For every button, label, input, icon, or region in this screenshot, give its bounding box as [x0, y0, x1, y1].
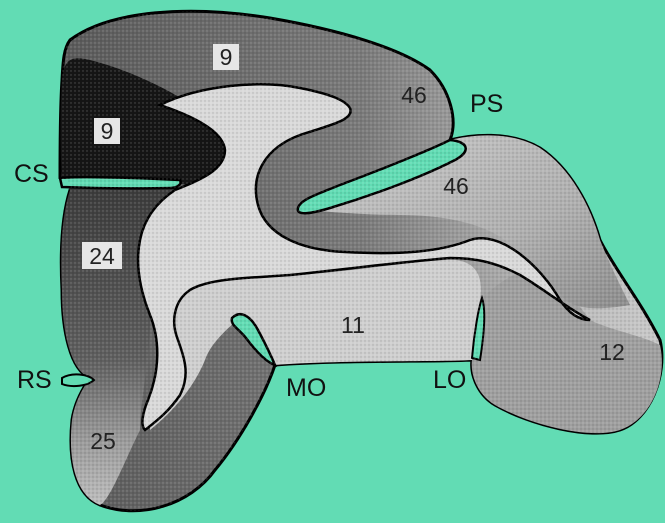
texture-overlay — [60, 11, 662, 511]
rs-label: RS — [17, 366, 52, 394]
area-12-label: 12 — [599, 339, 625, 365]
area-9-medial-label: 9 — [101, 118, 114, 144]
lo-label: LO — [433, 366, 466, 394]
area-11-label: 11 — [341, 312, 365, 338]
area-46-upper-label: 46 — [401, 82, 427, 108]
ps-label: PS — [470, 90, 503, 118]
area-9-dorsal-label: 9 — [220, 44, 233, 70]
area-46-lower-label: 46 — [443, 173, 469, 199]
area-25-label: 25 — [90, 428, 116, 454]
cs-label: CS — [14, 160, 49, 188]
mo-label: MO — [286, 374, 326, 402]
area-24-label: 24 — [89, 243, 115, 269]
